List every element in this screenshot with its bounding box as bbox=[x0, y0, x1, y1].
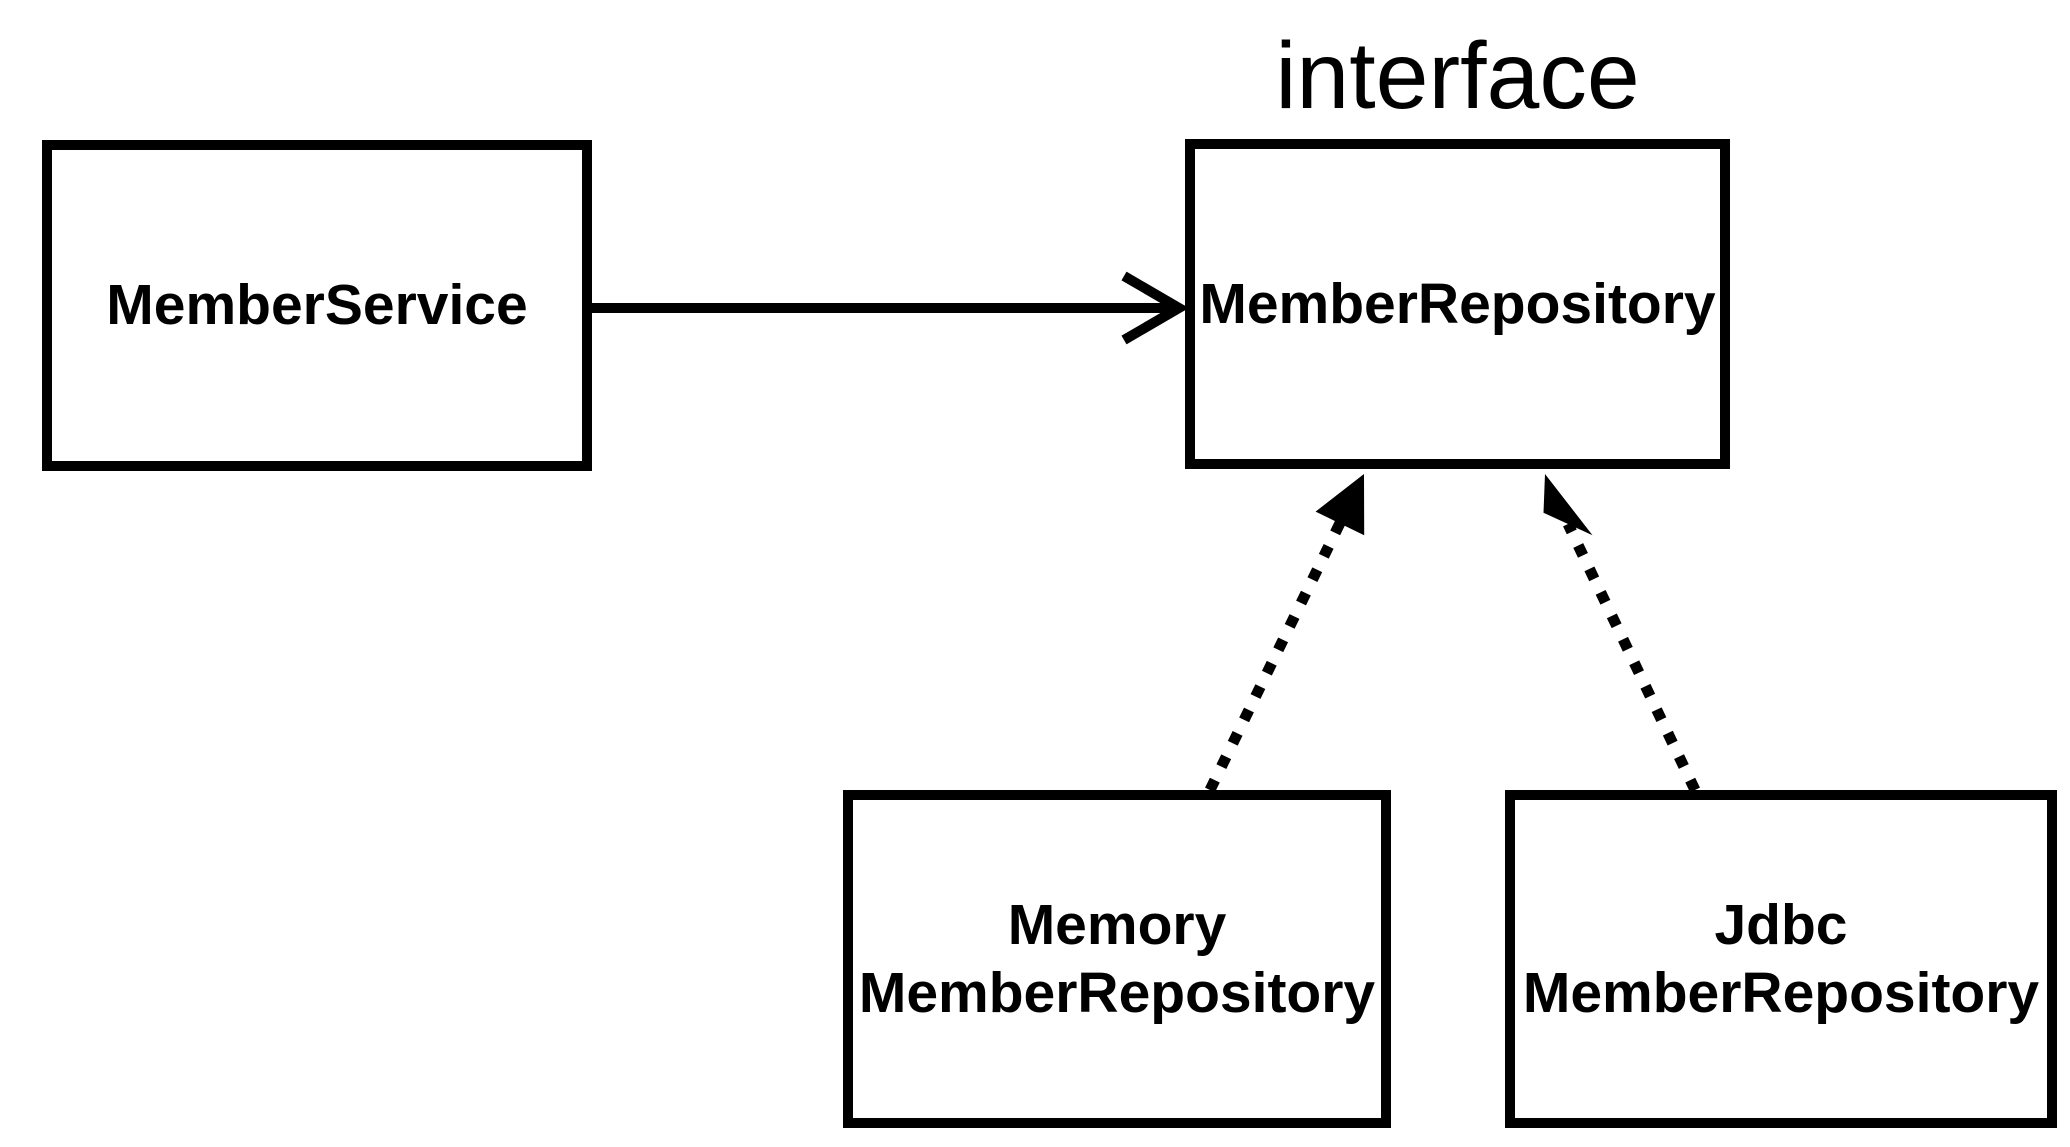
node-memory-member-repository: Memory MemberRepository bbox=[843, 790, 1391, 1128]
interface-stereotype-label: interface bbox=[1275, 23, 1640, 129]
node-member-repository: MemberRepository bbox=[1185, 139, 1730, 469]
node-memory-member-repository-label: Memory MemberRepository bbox=[859, 891, 1375, 1028]
node-memory-label-line1: Memory bbox=[1007, 892, 1227, 957]
node-jdbc-label-line1: Jdbc bbox=[1714, 892, 1848, 957]
node-jdbc-member-repository: Jdbc MemberRepository bbox=[1505, 790, 2057, 1128]
node-member-service-label: MemberService bbox=[106, 273, 528, 338]
node-jdbc-label-line2: MemberRepository bbox=[1522, 961, 2040, 1025]
implements-arrowhead-memory-icon bbox=[1315, 474, 1365, 536]
dependency-arrowhead-icon bbox=[1121, 271, 1189, 345]
node-memory-label-line2: MemberRepository bbox=[858, 961, 1376, 1025]
node-member-repository-label: MemberRepository bbox=[1199, 271, 1716, 336]
node-member-service: MemberService bbox=[42, 140, 592, 471]
implements-arrowhead-jdbc-icon bbox=[1543, 474, 1593, 536]
implements-arrow-jdbc-line bbox=[1563, 521, 1700, 793]
implements-arrow-memory-line bbox=[1205, 520, 1345, 793]
node-jdbc-member-repository-label: Jdbc MemberRepository bbox=[1523, 891, 2039, 1028]
